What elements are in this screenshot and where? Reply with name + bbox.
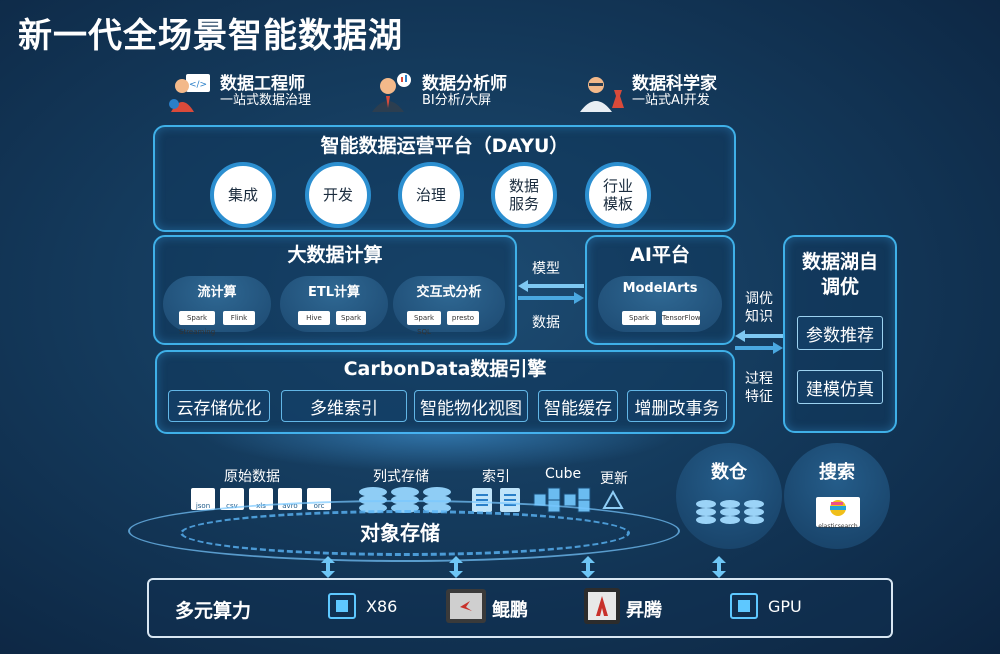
tuning-knowledge-label: 调优知识 xyxy=(745,291,773,326)
modelarts-label: ModelArts xyxy=(622,281,698,296)
kunpeng-label: 鲲鹏 xyxy=(492,600,528,621)
role-data-engineer: </> 数据工程师一站式数据治理 xyxy=(168,72,311,112)
parameter-recommend-item: 参数推荐 xyxy=(797,316,883,350)
dayu-item-data-service: 数据服务 xyxy=(491,162,557,228)
group-label: 交互式分析 xyxy=(416,285,482,300)
gpu-chip-icon xyxy=(730,593,758,619)
scientist-icon xyxy=(580,72,626,112)
carbon-item-smart-cache: 智能缓存 xyxy=(538,390,618,422)
search-circle xyxy=(784,443,890,549)
role-name: 数据科学家 xyxy=(632,73,717,94)
ascend-label: 昇腾 xyxy=(626,600,662,621)
object-storage-label: 对象存储 xyxy=(360,521,440,545)
update-triangle-icon xyxy=(602,490,624,509)
object-storage-ring-outer xyxy=(128,500,680,562)
carbondata-title: CarbonData数据引擎 xyxy=(343,358,547,380)
group-label: ETL计算 xyxy=(307,285,361,300)
object-storage-ring-inner xyxy=(180,510,630,556)
glow-beam xyxy=(200,432,680,472)
elasticsearch-logo: elasticsearch xyxy=(816,497,860,530)
tuning-arrows xyxy=(735,330,783,354)
spark-logo: Spark xyxy=(622,311,656,325)
gpu-label: GPU xyxy=(768,597,802,616)
raw-data-label: 原始数据 xyxy=(224,469,280,485)
dayu-item-integration: 集成 xyxy=(210,162,276,228)
engineer-icon: </> xyxy=(168,72,214,112)
analyst-icon xyxy=(370,72,416,112)
ascend-chip-icon xyxy=(584,588,620,624)
cube-label: Cube xyxy=(545,466,582,482)
dayu-item-governance: 治理 xyxy=(398,162,464,228)
modelarts-group: ModelArts Spark TensorFlow xyxy=(598,276,722,332)
carbon-item-multidim-index: 多维索引 xyxy=(281,390,407,422)
flink-logo: Flink xyxy=(223,311,255,325)
data-label: 数据 xyxy=(532,315,560,331)
etl-compute-group: ETL计算 Hive Spark xyxy=(280,276,388,332)
carbon-item-transaction: 增删改事务 xyxy=(627,390,727,422)
group-label: 流计算 xyxy=(197,285,237,300)
data-warehouse-circle xyxy=(676,443,782,549)
role-sub: 一站式数据治理 xyxy=(220,93,312,109)
warehouse-label: 数仓 xyxy=(711,462,747,483)
presto-logo: presto xyxy=(447,311,479,325)
tensorflow-logo: TensorFlow xyxy=(662,311,701,325)
dayu-item-development: 开发 xyxy=(305,162,371,228)
index-label: 索引 xyxy=(482,469,510,485)
page-title: 新一代全场景智能数据湖 xyxy=(18,16,403,56)
compute-label: 多元算力 xyxy=(174,600,251,622)
process-feature-label: 过程特征 xyxy=(745,371,773,406)
interactive-analysis-group: 交互式分析 Spark SQL presto xyxy=(393,276,505,336)
modeling-simulation-item: 建模仿真 xyxy=(797,370,883,404)
hive-logo: Hive xyxy=(298,311,330,325)
dayu-title: 智能数据运营平台（DAYU） xyxy=(320,135,569,157)
columnar-storage-label: 列式存储 xyxy=(373,469,429,485)
bigdata-title: 大数据计算 xyxy=(287,244,383,266)
compute-box xyxy=(147,578,893,638)
carbon-item-cloud-storage: 云存储优化 xyxy=(168,390,270,422)
carbon-item-materialized-view: 智能物化视图 xyxy=(414,390,528,422)
model-label: 模型 xyxy=(532,261,560,277)
update-label: 更新 xyxy=(600,471,628,487)
spark-streaming-logo: Spark Streaming xyxy=(179,311,215,336)
model-data-arrows xyxy=(518,280,584,304)
role-name: 数据工程师 xyxy=(220,73,305,94)
warehouse-db-icon xyxy=(696,500,764,524)
updown-arrow-icon xyxy=(321,556,335,578)
role-sub: BI分析/大屏 xyxy=(422,93,492,109)
search-label: 搜索 xyxy=(819,462,855,483)
elasticsearch-text: elasticsearch xyxy=(818,523,858,530)
json-file-icon: json xyxy=(191,488,215,510)
spark-sql-logo: Spark SQL xyxy=(407,311,441,336)
svg-text:</>: </> xyxy=(189,80,207,90)
x86-chip-icon xyxy=(328,593,356,619)
dayu-item-industry-template: 行业模板 xyxy=(585,162,651,228)
updown-arrow-icon xyxy=(449,556,463,578)
role-name: 数据分析师 xyxy=(422,73,507,94)
updown-arrow-icon xyxy=(581,556,595,578)
role-sub: 一站式AI开发 xyxy=(632,93,710,109)
role-data-scientist: 数据科学家一站式AI开发 xyxy=(580,72,717,112)
x86-label: X86 xyxy=(366,597,398,616)
updown-arrow-icon xyxy=(712,556,726,578)
spark-logo: Spark xyxy=(336,311,366,325)
ai-title: AI平台 xyxy=(630,244,690,266)
selftune-title: 数据湖自调优 xyxy=(801,251,878,298)
stream-compute-group: 流计算 Spark Streaming Flink xyxy=(163,276,271,336)
kunpeng-chip-icon xyxy=(446,589,486,623)
